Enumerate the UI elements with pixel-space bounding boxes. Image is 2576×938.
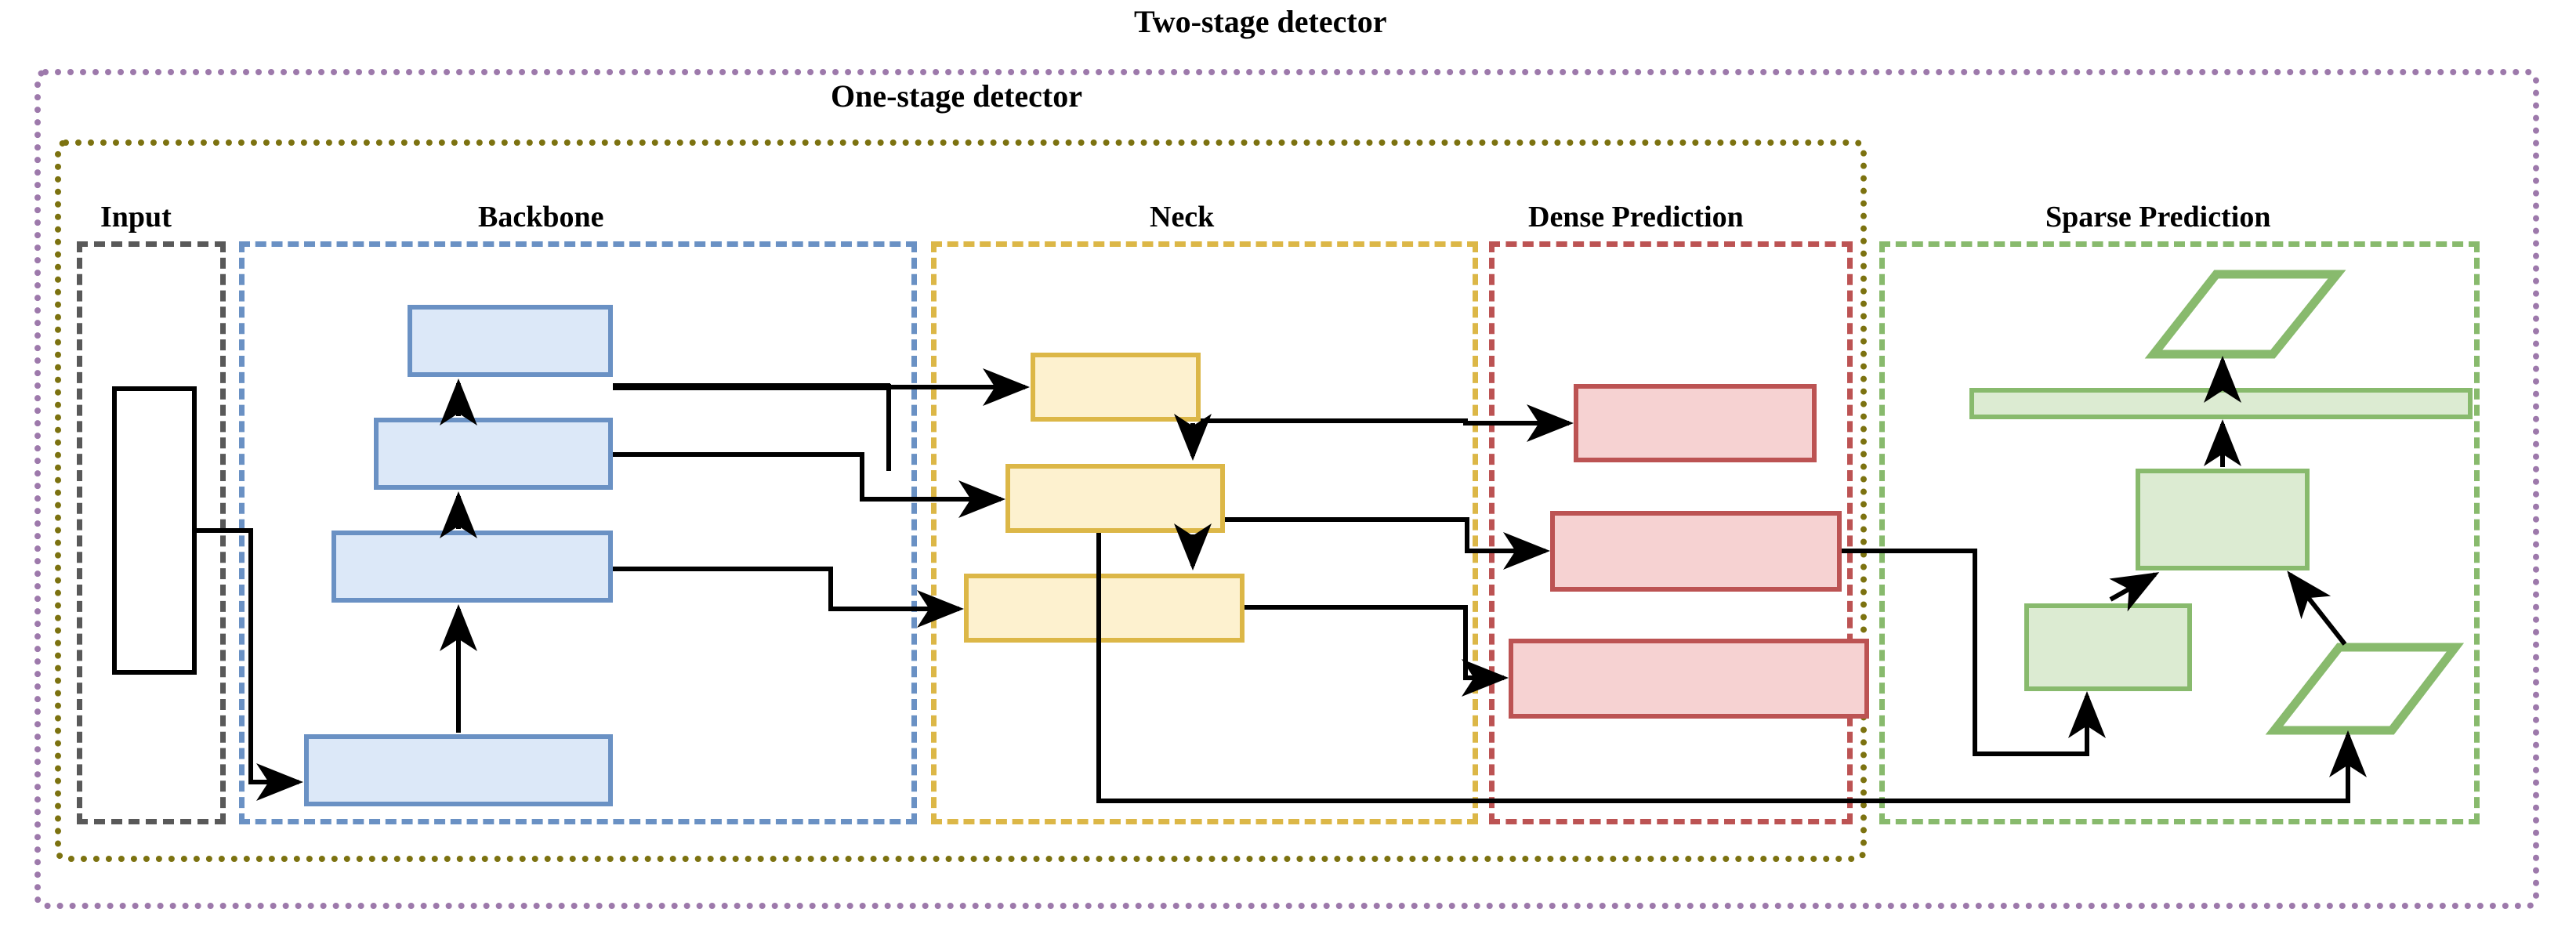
section-label-sparse-prediction: Sparse Prediction — [2045, 201, 2271, 234]
backbone-block-1[interactable] — [408, 305, 613, 377]
title-one-stage-detector: One-stage detector — [831, 78, 1082, 114]
dense-block-2[interactable] — [1550, 511, 1842, 592]
wire-backbone1-to-neck1-a — [613, 386, 891, 471]
wire-neck3-to-dense3 — [1245, 605, 1509, 697]
section-dense-prediction — [1489, 241, 1853, 824]
title-two-stage-detector: Two-stage detector — [1134, 4, 1387, 39]
dense-block-3[interactable] — [1509, 639, 1869, 719]
sparse-block-left[interactable] — [2024, 603, 2192, 691]
backbone-block-2[interactable] — [374, 418, 613, 490]
group-two-stage-detector — [34, 69, 2539, 909]
wire-sparse-left-to-center — [2109, 572, 2160, 612]
sparse-parallelogram-top[interactable] — [2144, 270, 2346, 359]
group-one-stage-detector — [55, 139, 1867, 862]
wire-backbone1-to-neck1 — [613, 368, 1030, 406]
wire-dense2-to-sparse-left-block — [1842, 549, 2106, 756]
wire-neck1-to-dense1 — [1201, 404, 1574, 442]
neck-block-2[interactable] — [1005, 464, 1225, 533]
neck-block-3[interactable] — [964, 574, 1245, 643]
dense-block-1[interactable] — [1574, 384, 1817, 462]
section-label-dense-prediction: Dense Prediction — [1528, 201, 1744, 234]
input-image-block[interactable] — [112, 386, 197, 675]
wire-neck-to-sparse-parallelogram — [1096, 643, 2367, 803]
section-sparse-prediction — [1879, 241, 2480, 824]
section-label-backbone: Backbone — [478, 201, 604, 234]
wire-input-to-backbone4 — [197, 528, 303, 801]
wire-backbone2-to-neck2 — [613, 452, 1005, 518]
sparse-block-center[interactable] — [2136, 469, 2310, 570]
section-label-input: Input — [100, 201, 172, 234]
section-label-neck: Neck — [1150, 201, 1215, 234]
neck-block-1[interactable] — [1031, 353, 1201, 422]
sparse-parallelogram-right[interactable] — [2265, 643, 2465, 735]
wire-sparse-parallelogram-to-center — [2287, 570, 2347, 646]
wire-backbone3-to-neck3 — [613, 567, 964, 628]
section-neck — [931, 241, 1478, 824]
backbone-block-4[interactable] — [304, 734, 613, 806]
wire-neck2-to-dense2 — [1225, 517, 1550, 570]
